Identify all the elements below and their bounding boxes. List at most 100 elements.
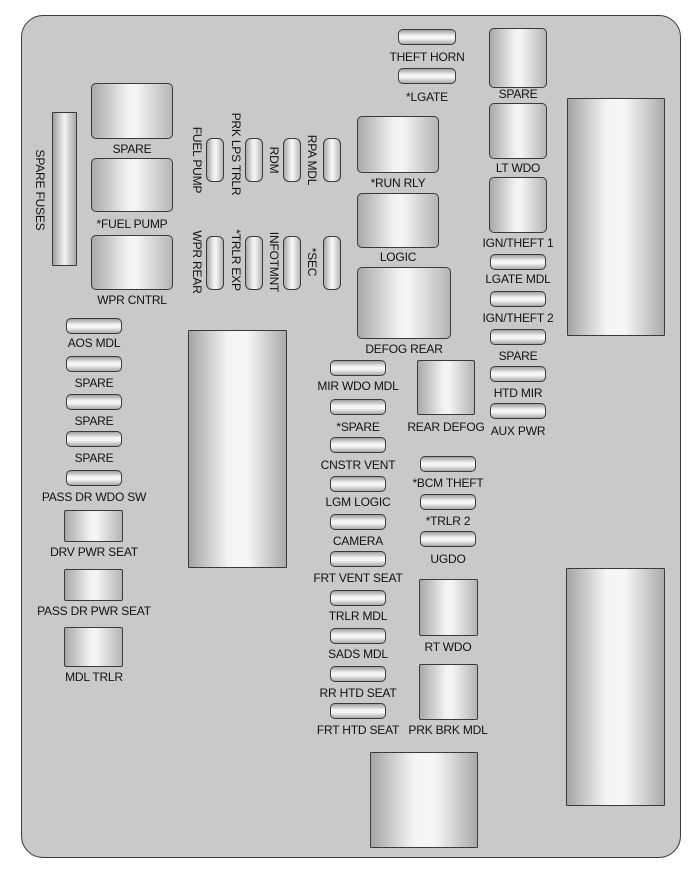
- fuse-spare-left-2: [66, 394, 122, 410]
- label-spare-left-1: SPARE: [74, 376, 114, 390]
- label-rr-htd-seat: RR HTD SEAT: [319, 686, 397, 700]
- relay-defog-rear: [357, 267, 451, 339]
- relay-wpr-cntrl: [91, 235, 173, 290]
- fuse-spare-center: [330, 399, 386, 415]
- label-defog-rear: DEFOG REAR: [365, 342, 443, 356]
- relay-spare-top-right: [489, 28, 547, 88]
- label-spare-top-left: SPARE: [112, 142, 152, 156]
- fuse-ugdo: [420, 531, 476, 547]
- label-rdm: RDM: [267, 146, 281, 174]
- label-aux-pwr: AUX PWR: [490, 424, 546, 438]
- unlabeled-block-center-left: [188, 330, 287, 568]
- fuse-trlr-mdl: [330, 590, 386, 606]
- fuse-bcm-theft: [420, 456, 476, 472]
- label-rpa-mdl: RPA MDL: [305, 134, 319, 186]
- fuse-theft-horn: [398, 29, 456, 45]
- fuse-sads-mdl: [330, 628, 386, 644]
- label-trlr-exp: *TRLR EXP: [229, 229, 243, 291]
- label-spare-center: *SPARE: [336, 420, 380, 434]
- fuse-sec: [323, 236, 341, 290]
- label-ugdo: UGDO: [430, 552, 466, 566]
- label-fuel-pump-relay: *FUEL PUMP: [96, 217, 168, 231]
- relay-run-rly: [357, 116, 439, 173]
- label-lgate: *LGATE: [406, 90, 448, 104]
- fuse-pass-dr-wdo-sw: [66, 470, 122, 486]
- label-mir-wdo-mdl: MIR WDO MDL: [317, 379, 399, 393]
- fuse-prk-lps-trlr: [245, 138, 263, 182]
- fuse-cnstr-vent: [330, 437, 386, 453]
- fuse-htd-mir: [490, 366, 546, 382]
- unlabeled-block-bottom-center: [370, 752, 478, 848]
- label-spare-left-2: SPARE: [74, 414, 114, 428]
- label-trlr-mdl: TRLR MDL: [328, 609, 388, 623]
- relay-fuel-pump: [91, 158, 173, 212]
- label-prk-lps-trlr: PRK LPS TRLR: [229, 112, 243, 196]
- label-rt-wdo: RT WDO: [424, 640, 472, 654]
- fuse-aux-pwr: [490, 403, 546, 419]
- relay-ign-theft-1: [489, 177, 547, 233]
- relay-rear-defog: [417, 360, 475, 415]
- label-htd-mir: HTD MIR: [493, 386, 543, 400]
- fuse-fuel-pump: [206, 138, 224, 182]
- label-pass-dr-pwr-seat: PASS DR PWR SEAT: [37, 604, 151, 618]
- fuse-camera: [330, 514, 386, 530]
- label-pass-dr-wdo-sw: PASS DR WDO SW: [41, 490, 147, 504]
- label-lgate-mdl: LGATE MDL: [485, 272, 551, 286]
- label-lt-wdo: LT WDO: [495, 161, 541, 175]
- fuse-frt-vent-seat: [330, 551, 386, 567]
- fuse-spare-left-1: [66, 356, 122, 372]
- label-logic: LOGIC: [379, 250, 417, 264]
- fuse-trlr-exp: [245, 236, 263, 290]
- label-aos-mdl: AOS MDL: [67, 336, 121, 350]
- label-sads-mdl: SADS MDL: [328, 647, 388, 661]
- label-prk-brk-mdl: PRK BRK MDL: [408, 723, 488, 737]
- fuse-trlr-2: [420, 494, 476, 510]
- fuse-frt-htd-seat: [330, 703, 386, 719]
- label-wpr-rear: WPR REAR: [190, 230, 204, 294]
- label-infotmnt: INFOTMNT: [267, 231, 281, 293]
- fuse-rr-htd-seat: [330, 666, 386, 682]
- spare-fuses-holder: [52, 112, 77, 266]
- label-spare-left-3: SPARE: [74, 451, 114, 465]
- fuse-rdm: [283, 138, 301, 182]
- label-drv-pwr-seat: DRV PWR SEAT: [50, 545, 138, 559]
- label-ign-theft-2: IGN/THEFT 2: [482, 311, 554, 325]
- fuse-infotmnt: [283, 236, 301, 290]
- label-bcm-theft: *BCM THEFT: [412, 476, 484, 490]
- label-theft-horn: THEFT HORN: [389, 50, 465, 64]
- unlabeled-block-right-upper: [567, 98, 665, 336]
- fuse-ign-theft-2: [490, 291, 546, 307]
- label-camera: CAMERA: [332, 534, 384, 548]
- fuse-lgm-logic: [330, 476, 386, 492]
- label-frt-vent-seat: FRT VENT SEAT: [313, 571, 403, 585]
- relay-prk-brk-mdl: [419, 664, 478, 720]
- relay-drv-pwr-seat: [64, 510, 123, 542]
- label-spare-top-right: SPARE: [498, 87, 538, 101]
- fuse-aos-mdl: [66, 318, 122, 334]
- label-spare-fuses: SPARE FUSES: [33, 149, 47, 231]
- label-run-rly: *RUN RLY: [370, 176, 426, 190]
- fuse-spare-right: [490, 329, 546, 345]
- fuse-rpa-mdl: [323, 138, 341, 182]
- label-ign-theft-1: IGN/THEFT 1: [482, 236, 554, 250]
- label-sec: *SEC: [305, 247, 319, 277]
- relay-logic: [357, 193, 439, 248]
- fuse-spare-left-3: [66, 431, 122, 447]
- label-mdl-trlr: MDL TRLR: [65, 670, 123, 684]
- label-spare-right: SPARE: [498, 349, 538, 363]
- label-wpr-cntrl: WPR CNTRL: [97, 293, 167, 307]
- relay-rt-wdo: [419, 579, 478, 636]
- label-frt-htd-seat: FRT HTD SEAT: [316, 723, 400, 737]
- label-fuel-pump: FUEL PUMP: [190, 126, 204, 194]
- relay-pass-dr-pwr-seat: [64, 569, 123, 601]
- relay-lt-wdo: [489, 103, 547, 159]
- label-trlr-2: *TRLR 2: [425, 514, 471, 528]
- fuse-wpr-rear: [206, 236, 224, 290]
- relay-mdl-trlr: [64, 627, 123, 667]
- fuse-lgate-mdl: [490, 254, 546, 270]
- fuse-lgate: [398, 68, 456, 84]
- relay-spare-top-left: [91, 83, 173, 139]
- unlabeled-block-right-lower: [566, 568, 665, 806]
- label-rear-defog: REAR DEFOG: [407, 420, 485, 434]
- fuse-mir-wdo-mdl: [330, 360, 386, 376]
